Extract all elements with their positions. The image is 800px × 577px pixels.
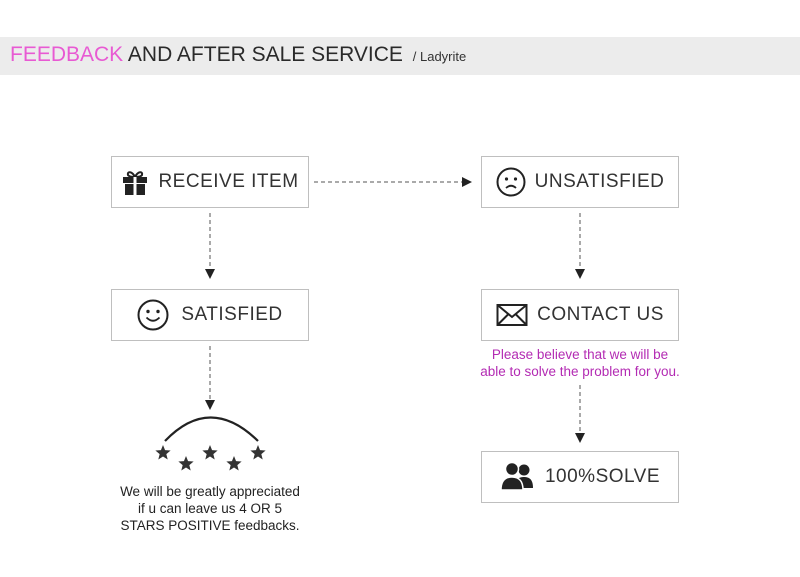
star-icon	[202, 445, 218, 460]
title-main: AND AFTER SALE SERVICE	[127, 43, 403, 66]
rating-note: We will be greatly appreciated if u can …	[90, 483, 330, 534]
node-label: RECEIVE ITEM	[158, 171, 299, 192]
node-unsatisfied: UNSATISFIED	[481, 156, 679, 208]
title-sub: / Ladyrite	[412, 49, 467, 64]
users-icon	[500, 462, 534, 492]
node-satisfied: SATISFIED	[111, 289, 309, 341]
gift-icon	[121, 168, 149, 196]
star-icon	[250, 445, 266, 460]
star-icon	[226, 456, 242, 471]
note-line: Please believe that we will be	[491, 347, 669, 362]
node-receive-item: RECEIVE ITEM	[111, 156, 309, 208]
rating-arc	[164, 416, 259, 442]
note-line: We will be greatly appreciated	[120, 484, 300, 499]
node-label: 100%SOLVE	[544, 466, 661, 487]
node-label: UNSATISFIED	[534, 171, 665, 192]
note-line: able to solve the problem for you.	[480, 364, 680, 379]
note-line: STARS POSITIVE feedbacks.	[120, 518, 300, 533]
star-icon	[178, 456, 194, 471]
note-line: if u can leave us 4 OR 5	[137, 501, 283, 516]
smiley-face-icon	[137, 299, 169, 331]
envelope-icon	[496, 303, 528, 327]
sad-face-icon	[496, 167, 526, 197]
header-bar: FEEDBACK AND AFTER SALE SERVICE / Ladyri…	[0, 37, 800, 75]
node-label: CONTACT US	[537, 304, 664, 325]
stars-group	[155, 445, 266, 471]
contact-note: Please believe that we will be able to s…	[460, 346, 700, 380]
node-solve: 100%SOLVE	[481, 451, 679, 503]
node-label: SATISFIED	[181, 304, 283, 325]
star-icon	[155, 445, 171, 460]
title-accent: FEEDBACK	[10, 43, 124, 66]
node-contact-us: CONTACT US	[481, 289, 679, 341]
page-title: FEEDBACK AND AFTER SALE SERVICE / Ladyri…	[10, 43, 466, 67]
